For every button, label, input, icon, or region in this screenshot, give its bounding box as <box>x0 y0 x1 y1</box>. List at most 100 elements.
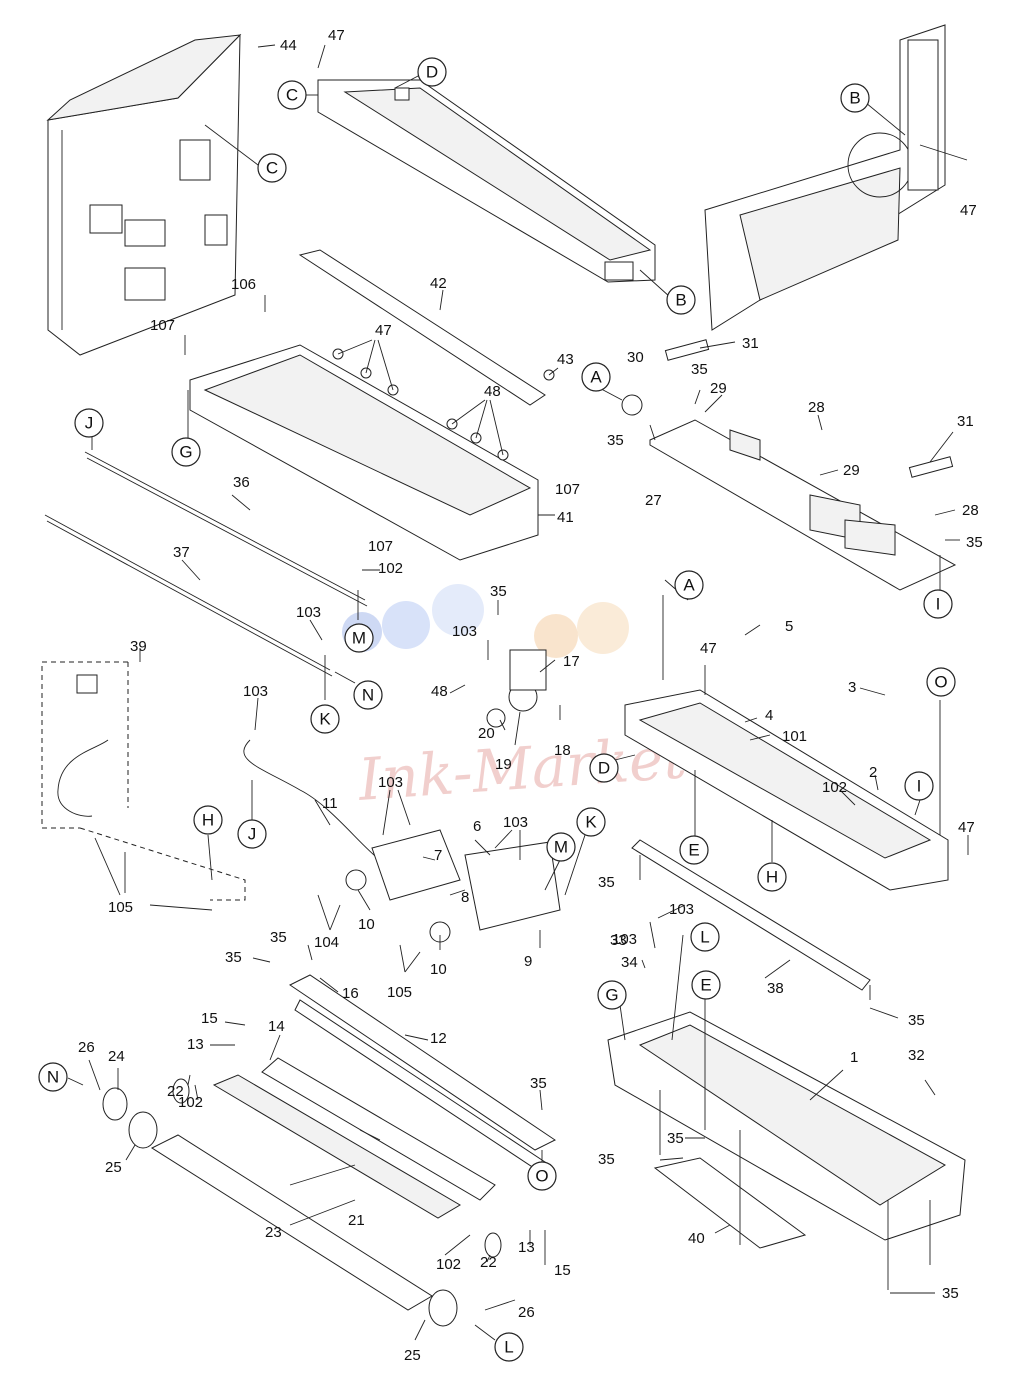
part-number: 17 <box>563 653 580 670</box>
part-number: 102 <box>178 1094 203 1111</box>
shafts <box>44 451 368 677</box>
part-number: 34 <box>621 954 638 971</box>
callout-C: C <box>277 80 307 110</box>
svg-text:A: A <box>683 576 695 595</box>
svg-text:L: L <box>700 928 709 947</box>
part-number: 42 <box>430 275 447 292</box>
part-number: 47 <box>958 819 975 836</box>
part-number: 31 <box>957 413 974 430</box>
part-number: 40 <box>688 1230 705 1247</box>
svg-text:L: L <box>504 1338 513 1357</box>
part-number: 103 <box>296 604 321 621</box>
part-number: 43 <box>557 351 574 368</box>
part-number: 8 <box>461 889 469 906</box>
part-number: 35 <box>942 1285 959 1302</box>
part-number: 28 <box>808 399 825 416</box>
part-number: 35 <box>270 929 287 946</box>
callout-C: C <box>257 153 287 183</box>
callout-N: N <box>38 1062 68 1092</box>
part-number: 9 <box>524 953 532 970</box>
svg-text:D: D <box>426 63 438 82</box>
part-number: 47 <box>328 27 345 44</box>
svg-text:A: A <box>590 368 602 387</box>
callout-A: A <box>581 362 611 392</box>
svg-text:M: M <box>352 629 366 648</box>
part-number: 27 <box>645 492 662 509</box>
part-number: 102 <box>436 1256 461 1273</box>
svg-text:K: K <box>319 710 331 729</box>
part-number: 47 <box>700 640 717 657</box>
right-bracket <box>621 339 957 591</box>
part-number: 26 <box>78 1039 95 1056</box>
part-number-labels: 1 2 3 4 5 6 7 8 9 10 10 11 12 13 13 14 1… <box>78 27 983 1364</box>
watermark-dot <box>382 601 430 649</box>
part-number: 48 <box>484 383 501 400</box>
bar-39 <box>631 839 871 991</box>
tray <box>607 1011 966 1249</box>
part-number: 47 <box>960 202 977 219</box>
part-number: 4 <box>765 707 773 724</box>
left-side-frame <box>46 33 242 356</box>
svg-text:J: J <box>85 414 94 433</box>
part-number: 104 <box>314 934 339 951</box>
part-number: 47 <box>375 322 392 339</box>
upper-guide-assembly <box>189 249 555 561</box>
svg-text:H: H <box>202 811 214 830</box>
svg-text:D: D <box>598 759 610 778</box>
part-number: 31 <box>742 335 759 352</box>
callout-O: O <box>926 667 956 697</box>
top-center-rail <box>317 79 656 283</box>
part-number: 35 <box>598 874 615 891</box>
callout-B: B <box>666 285 696 315</box>
part-number: 6 <box>473 818 481 835</box>
part-number: 35 <box>667 1130 684 1147</box>
harness-box <box>41 661 246 901</box>
part-number: 35 <box>691 361 708 378</box>
callout-O: O <box>527 1161 557 1191</box>
part-number: 15 <box>201 1010 218 1027</box>
callout-D: D <box>417 57 447 87</box>
part-number: 101 <box>782 728 807 745</box>
callout-K: K <box>576 807 606 837</box>
part-number: 35 <box>225 949 242 966</box>
part-number: 28 <box>962 502 979 519</box>
callout-J: J <box>74 408 104 438</box>
part-number: 44 <box>280 37 297 54</box>
svg-text:I: I <box>936 595 941 614</box>
callout-N: N <box>353 680 383 710</box>
part-number: 102 <box>378 560 403 577</box>
part-number: 33 <box>610 932 627 949</box>
part-number: 103 <box>669 901 694 918</box>
part-number: 12 <box>430 1030 447 1047</box>
part-number: 36 <box>233 474 250 491</box>
callout-L: L <box>690 922 720 952</box>
part-number: 24 <box>108 1048 125 1065</box>
part-number: 103 <box>452 623 477 640</box>
svg-text:J: J <box>248 825 257 844</box>
svg-text:B: B <box>675 291 686 310</box>
part-number: 105 <box>387 984 412 1001</box>
part-number: 107 <box>150 317 175 334</box>
part-number: 106 <box>231 276 256 293</box>
watermark-dot <box>577 602 629 654</box>
callout-M: M <box>344 623 374 653</box>
part-number: 35 <box>530 1075 547 1092</box>
rollers <box>102 974 556 1327</box>
part-number: 29 <box>843 462 860 479</box>
svg-text:G: G <box>605 986 618 1005</box>
part-number: 30 <box>627 349 644 366</box>
part-number: 35 <box>607 432 624 449</box>
part-number: 38 <box>767 980 784 997</box>
watermark-dot <box>534 614 578 658</box>
callout-E: E <box>691 970 721 1000</box>
part-number: 25 <box>404 1347 421 1364</box>
part-number: 41 <box>557 509 574 526</box>
part-number: 48 <box>431 683 448 700</box>
leader-lines <box>67 44 969 1341</box>
callout-B: B <box>840 83 870 113</box>
part-number: 19 <box>495 756 512 773</box>
svg-text:O: O <box>535 1167 548 1186</box>
callout-I: I <box>904 771 934 801</box>
part-number: 5 <box>785 618 793 635</box>
